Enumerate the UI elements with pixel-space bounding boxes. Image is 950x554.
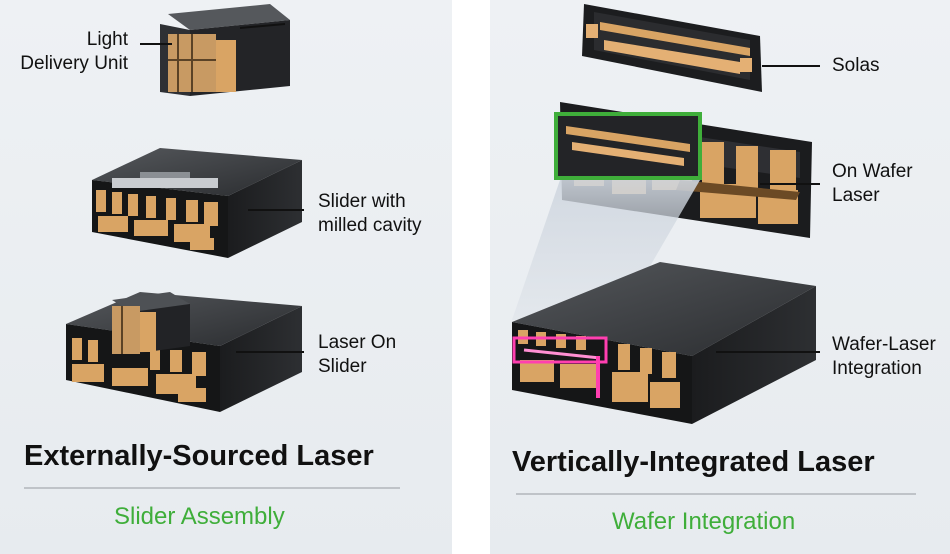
label-on-wafer-laser: On Wafer Laser	[832, 161, 913, 206]
subheading-wafer-integration: Wafer Integration	[612, 508, 796, 535]
light-delivery-unit-illustration	[160, 4, 290, 96]
laser-beam-line	[523, 348, 601, 360]
label-slider-milled-cavity: Slider with milled cavity	[318, 191, 422, 236]
slider-with-cavity-illustration	[92, 148, 302, 258]
label-solas: Solas	[832, 55, 880, 76]
projection-beam	[512, 180, 700, 320]
subheading-slider-assembly: Slider Assembly	[114, 503, 285, 530]
label-light-delivery-unit: Light Delivery Unit	[20, 29, 128, 74]
laser-on-slider-illustration	[66, 292, 302, 412]
label-laser-on-slider: Laser On Slider	[318, 332, 397, 377]
solas-chip-illustration	[582, 4, 762, 92]
laser-glow-outline	[512, 336, 608, 364]
divider-right	[516, 493, 916, 495]
heading-vertically-integrated-laser: Vertically-Integrated Laser	[512, 446, 875, 478]
heading-externally-sourced-laser: Externally-Sourced Laser	[24, 440, 374, 472]
divider-left	[24, 487, 400, 489]
solas-mini-chip	[566, 126, 690, 166]
wafer-laser-integration-illustration	[512, 262, 816, 424]
label-wafer-laser-integration: Wafer-Laser Integration	[832, 334, 936, 379]
